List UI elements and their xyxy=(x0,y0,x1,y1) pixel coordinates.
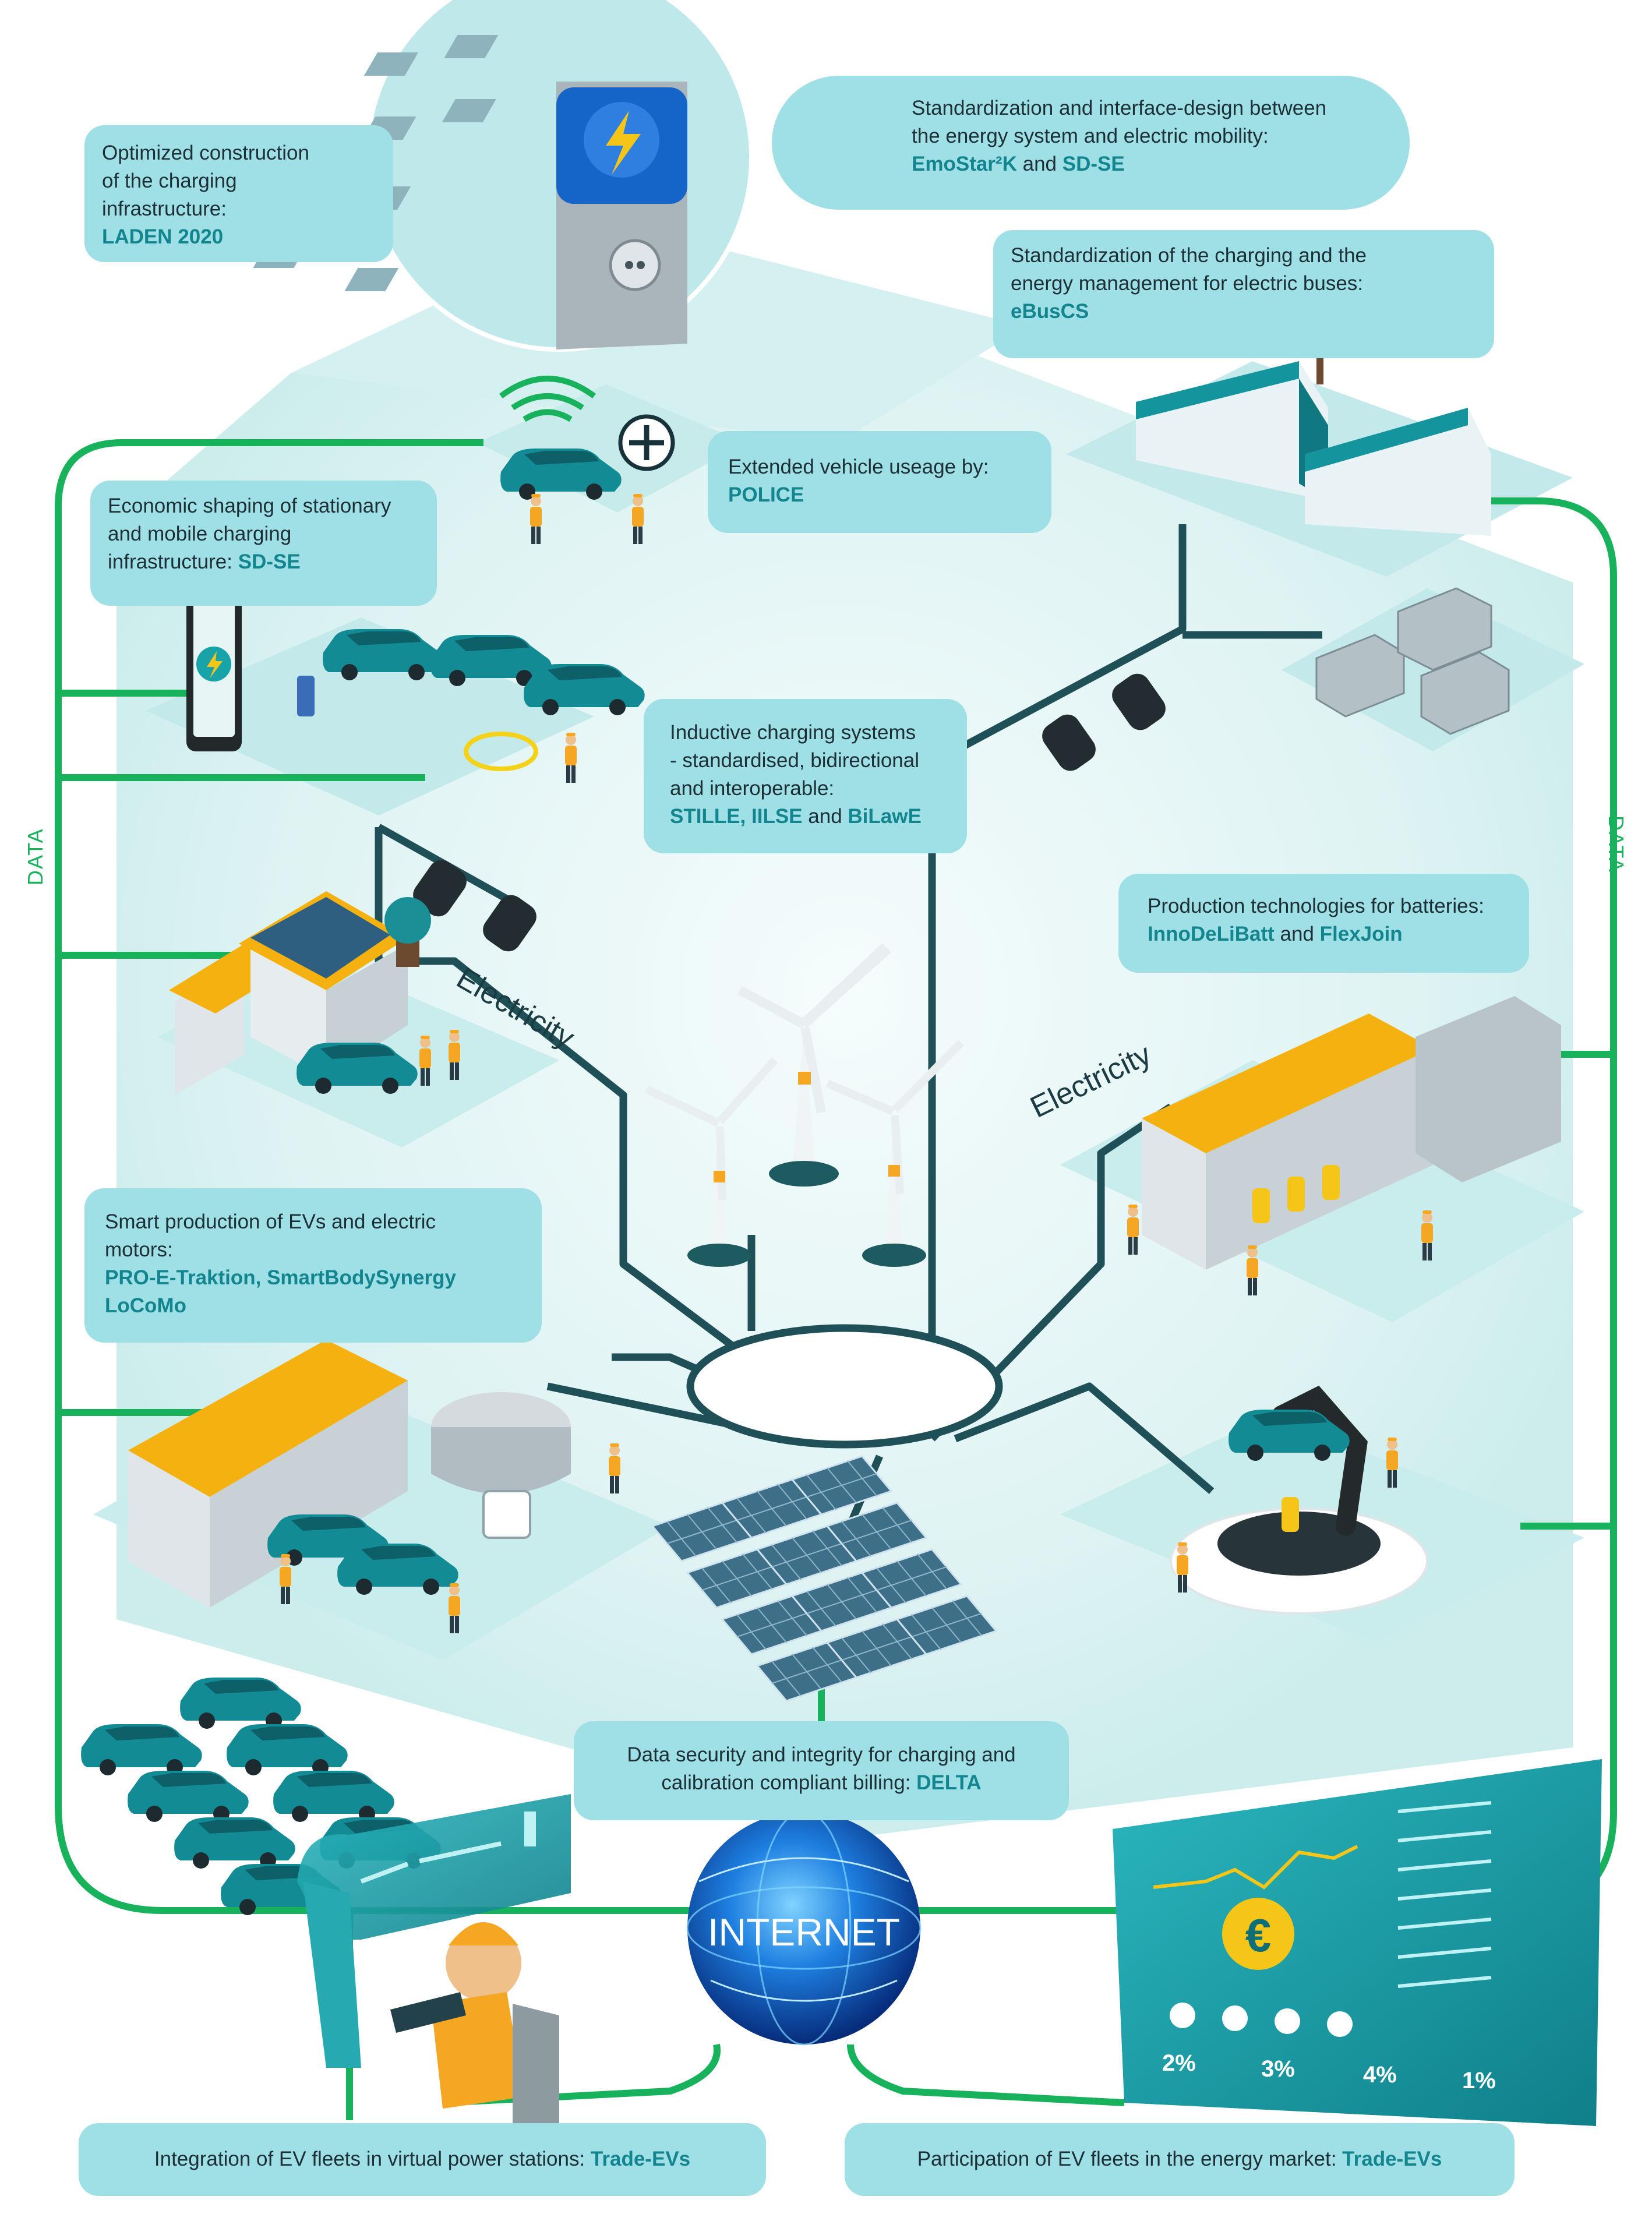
callout-police: Extended vehicle useage by: POLICE xyxy=(708,431,1051,533)
callout-standardization: Standardization and interface-design bet… xyxy=(772,76,1410,210)
electric-bus-illustration xyxy=(1136,315,1491,536)
wind-turbines-illustration xyxy=(645,943,964,1267)
callout-economic: Economic shaping of stationary and mobil… xyxy=(90,481,437,606)
internet-globe-icon: INTERNET xyxy=(686,1810,922,2046)
ev-factory-illustration xyxy=(128,1340,620,1633)
market-ticker-2: 3% xyxy=(1261,2056,1295,2082)
callout-laden: Optimized construction of the charging i… xyxy=(84,125,393,262)
callout-smart-production: Smart production of EVs and electric mot… xyxy=(84,1188,542,1343)
police-car-illustration xyxy=(499,376,644,544)
energy-market-screen: € 2% 3% 4% 1% xyxy=(1113,1759,1602,2126)
callout-virtual-power-stations: Integration of EV fleets in virtual powe… xyxy=(79,2123,766,2196)
callout-energy-market: Participation of EV fleets in the energy… xyxy=(845,2123,1515,2196)
data-label-right: DATA xyxy=(1604,815,1628,873)
plug-icon xyxy=(413,673,1166,952)
market-ticker-3: 4% xyxy=(1363,2062,1397,2088)
battery-storage-illustration xyxy=(1315,587,1510,735)
internet-label: INTERNET xyxy=(708,1911,900,1954)
house-illustration xyxy=(169,891,460,1095)
callout-delta: Data security and integrity for charging… xyxy=(574,1721,1069,1820)
market-ticker-1: 2% xyxy=(1162,2050,1196,2076)
market-ticker-4: 1% xyxy=(1462,2068,1496,2093)
plus-icon xyxy=(618,414,675,471)
callout-ebus: Standardization of the charging and the … xyxy=(993,230,1494,358)
parked-evs-illustration xyxy=(297,629,645,783)
robot-arm-illustration xyxy=(1170,1385,1428,1615)
euro-icon: € xyxy=(1245,1909,1272,1961)
smartphone-icon xyxy=(186,588,242,751)
callout-inductive: Inductive charging systems - standardise… xyxy=(644,699,967,853)
data-label-left: DATA xyxy=(23,828,47,885)
battery-factory-illustration xyxy=(1127,996,1561,1295)
charging-station-illustration xyxy=(253,0,754,352)
callout-batteries: Production technologies for batteries: I… xyxy=(1118,874,1529,973)
